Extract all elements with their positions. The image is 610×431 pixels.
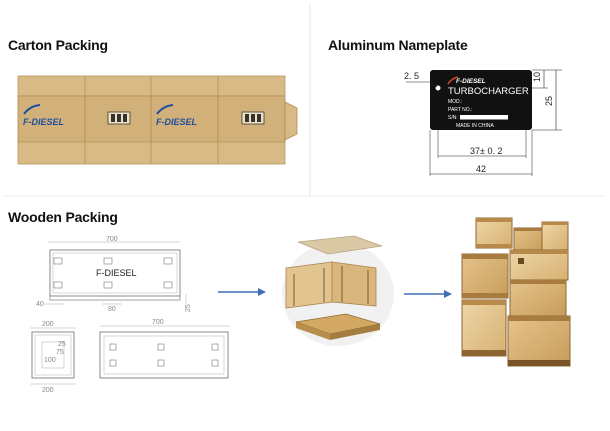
crate-box [461,253,509,299]
nameplate-product: TURBOCHARGER [448,86,529,97]
carton-packing-title: Carton Packing [8,37,108,53]
carton-dieline: F-DIESEL F-DIESEL [17,75,298,165]
crate-wall-panel [331,261,377,307]
crate-end-view [31,331,75,379]
arrow-right-icon [404,290,452,298]
crate-box [513,227,545,251]
brand-swoosh-icon [447,76,459,85]
crate-technical-drawing: 700 F-DIESEL 40 80 25 200 75 100 25 200 … [30,236,230,394]
carton-glue-tab [284,101,298,141]
carton-panel-back [150,95,219,143]
crate-assembly-illustration [282,235,394,346]
crate-box [461,299,507,357]
aluminum-nameplate-title: Aluminum Nameplate [328,37,468,53]
crate-wall-panel [285,261,333,309]
nameplate-origin: MADE IN CHINA [456,123,494,129]
end-inner-dimension-b: 100 [44,357,56,364]
handling-symbols-icon [107,111,131,125]
carton-panel-front [17,95,86,143]
top-offset-dimension: 10 [532,72,542,82]
svg-text:F-DIESEL: F-DIESEL [156,117,197,127]
crate-box [509,249,569,281]
handling-symbols-icon [241,111,265,125]
hole-dimension: 2. 5 [404,71,419,81]
nameplate-mod-label: MOD.: [448,99,462,105]
hole-spacing-dimension: 37± 0. 2 [470,146,502,156]
wooden-packing-title: Wooden Packing [8,209,118,225]
crate-box [541,221,569,251]
crate-top-view [99,331,229,379]
carton-brand-logo-front: F-DIESEL [23,104,64,127]
crate-label: F-DIESEL [96,268,137,278]
carton-brand-logo-back: F-DIESEL [156,104,197,127]
end-inner-dimension-c: 25 [58,341,66,348]
crate-box [507,315,571,367]
crate-length-bottom-dimension: 700 [152,319,164,326]
nameplate-sn-label: S/N: [448,115,458,121]
end-width-bottom-dimension: 200 [42,387,54,394]
nameplate-part-label: PART NO.: [448,107,472,113]
nameplate-sn-field [460,115,508,120]
nameplate-brand: F-DIESEL [456,78,486,85]
foot-left-dimension: 40 [36,301,44,308]
crate-box [509,279,567,317]
crate-lid [297,235,383,255]
end-inner-dimension-a: 75 [56,349,64,356]
stacked-crates-illustration [461,217,571,367]
crate-length-top-dimension: 700 [106,236,118,243]
arrow-right-icon [218,288,266,296]
plate-height-dimension: 25 [544,96,554,106]
foot-mid-dimension: 80 [108,306,116,313]
carton-flap [217,141,286,165]
end-width-top-dimension: 200 [42,321,54,328]
svg-text:F-DIESEL: F-DIESEL [23,117,64,127]
plate-width-dimension: 42 [476,164,486,174]
nameplate-drawing: F-DIESEL TURBOCHARGER MOD.: PART NO.: S/… [404,69,562,176]
side-height-dimension: 25 [185,304,192,312]
crate-box [475,217,513,249]
